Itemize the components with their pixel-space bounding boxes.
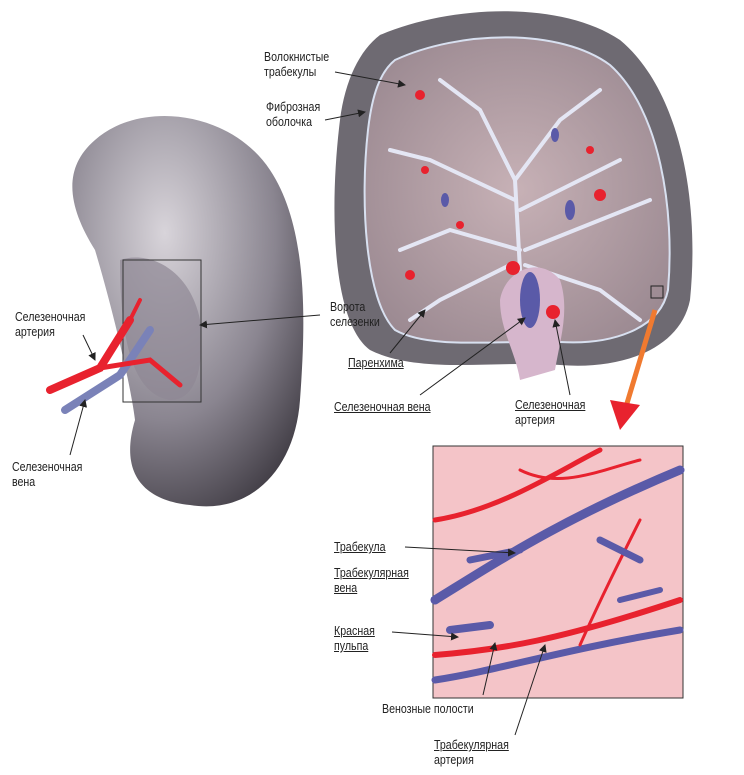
trabeculae	[388, 78, 652, 322]
splenic-vessels	[46, 298, 183, 414]
label-venous-sinuses: Венозные полости	[382, 702, 474, 716]
label-trabecula: Трабекула	[334, 540, 386, 554]
section-vessels	[405, 90, 606, 280]
label-splenic-vein-center: Селезеночная вена	[334, 400, 431, 414]
label-parenchyma: Паренхима	[348, 356, 404, 370]
micro-vessels	[430, 447, 685, 684]
leader-lines	[69, 71, 571, 736]
